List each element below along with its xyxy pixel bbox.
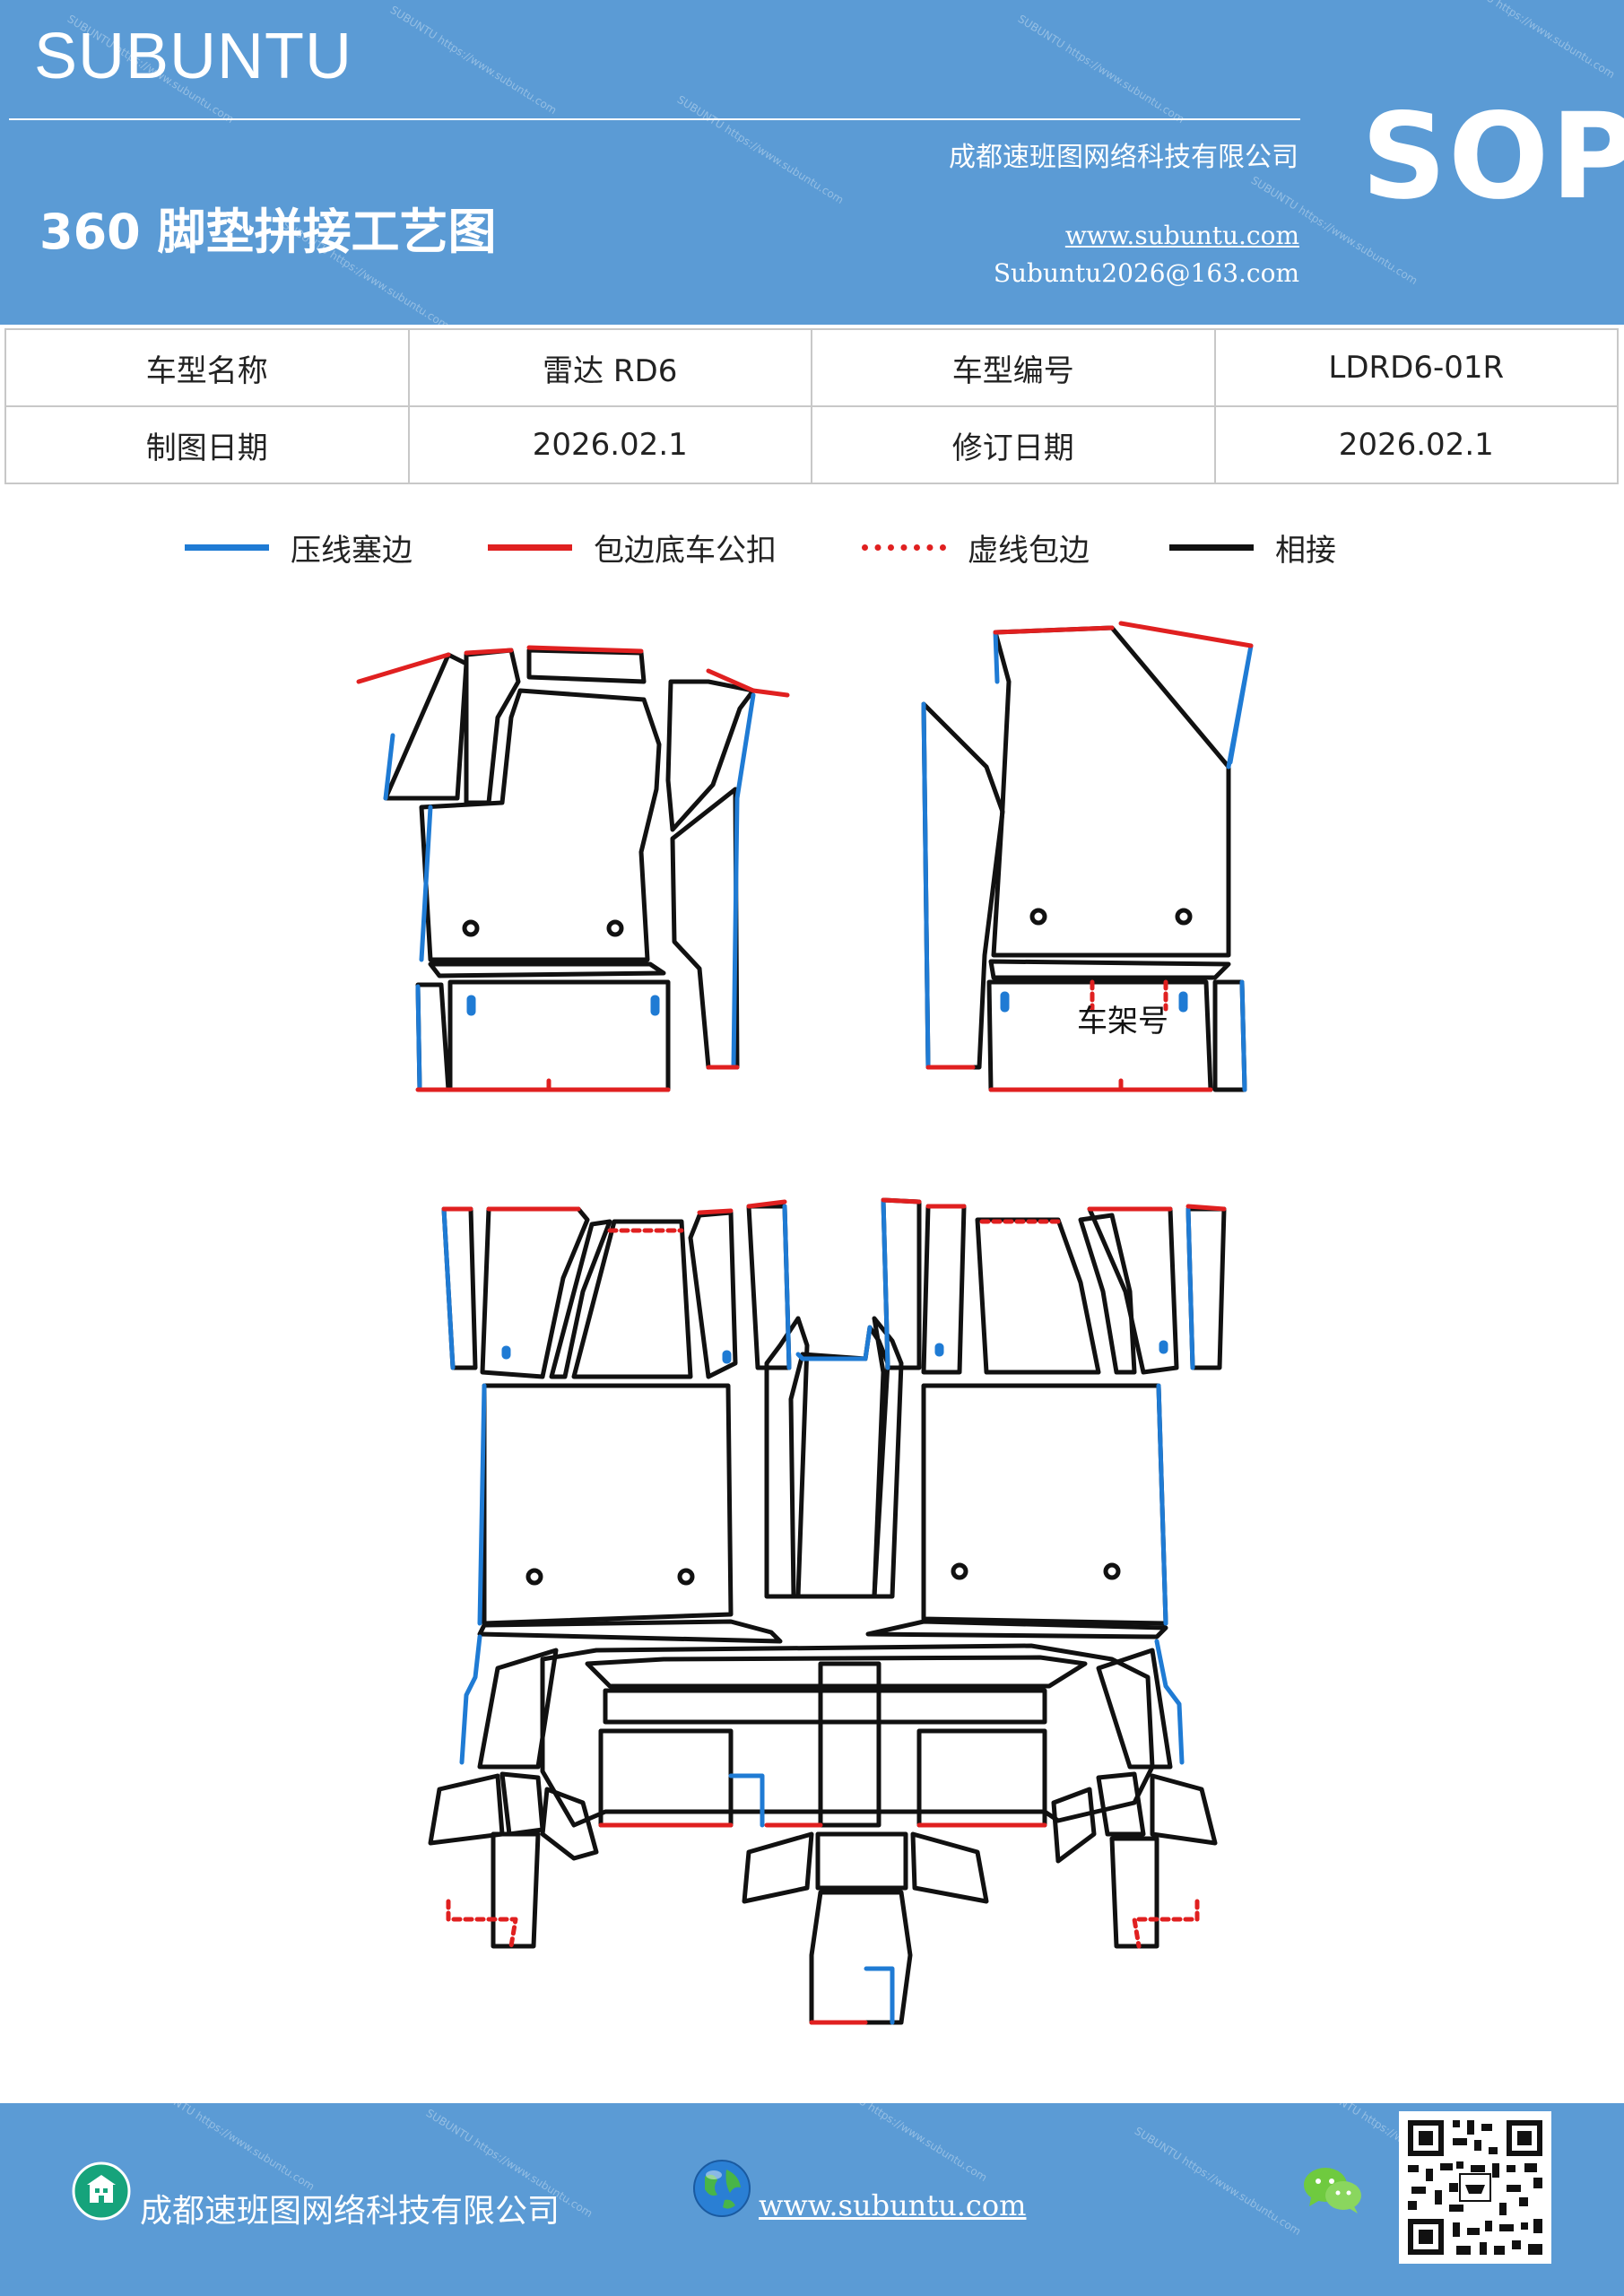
building-icon bbox=[72, 2161, 131, 2221]
floor-mat-diagram: 车架号 bbox=[356, 621, 1254, 2025]
brand-name: SUBUNTU bbox=[34, 21, 353, 92]
qr-code-icon[interactable] bbox=[1399, 2111, 1551, 2264]
blue-line-swatch bbox=[185, 544, 269, 551]
revision-date-label: 修订日期 bbox=[811, 405, 1216, 484]
header-email: Subuntu2026@163.com bbox=[993, 258, 1299, 288]
legend-label: 相接 bbox=[1275, 532, 1336, 569]
legend-item-blue: 压线塞边 bbox=[185, 525, 413, 570]
red-edges bbox=[356, 621, 1254, 2025]
red-dotted-edges bbox=[446, 979, 1200, 1949]
legend-item-red-dotted: 虚线包边 bbox=[862, 525, 1090, 570]
document-title: 360 脚垫拼接工艺图 bbox=[39, 204, 497, 260]
header-company: 成都速班图网络科技有限公司 bbox=[949, 142, 1298, 173]
black-line-swatch bbox=[1169, 544, 1254, 551]
header-divider bbox=[9, 118, 1300, 120]
blue-edges bbox=[383, 630, 1254, 2025]
wechat-icon[interactable] bbox=[1302, 2163, 1365, 2217]
red-line-swatch bbox=[488, 544, 572, 551]
red-dotted-swatch bbox=[862, 544, 946, 551]
vin-label: 车架号 bbox=[1077, 1004, 1168, 1039]
table-row: 车型名称 雷达 RD6 车型编号 LDRD6-01R bbox=[4, 328, 1619, 407]
model-code-label: 车型编号 bbox=[811, 328, 1216, 407]
header-website-link[interactable]: www.subuntu.com bbox=[1064, 221, 1299, 250]
model-code-value: LDRD6-01R bbox=[1213, 328, 1619, 407]
globe-icon bbox=[693, 2160, 751, 2217]
legend-label: 虚线包边 bbox=[968, 532, 1090, 569]
legend-label: 包边底车公扣 bbox=[594, 532, 777, 569]
front-left-mat-group bbox=[383, 648, 756, 1092]
footer-website-link[interactable]: www.subuntu.com bbox=[759, 2188, 1027, 2222]
legend: 压线塞边 包边底车公扣 虚线包边 相接 bbox=[0, 525, 1624, 570]
draw-date-label: 制图日期 bbox=[4, 405, 410, 484]
legend-item-black: 相接 bbox=[1169, 525, 1336, 570]
footer-company: 成都速班图网络科技有限公司 bbox=[140, 2193, 560, 2230]
legend-label: 压线塞边 bbox=[291, 532, 413, 569]
revision-date-value: 2026.02.1 bbox=[1213, 405, 1619, 484]
model-name-label: 车型名称 bbox=[4, 328, 410, 407]
legend-item-red: 包边底车公扣 bbox=[488, 525, 777, 570]
header-banner: SUBUNTU https://www.subuntu.com SUBUNTU … bbox=[0, 0, 1624, 332]
sop-badge: SOP bbox=[1361, 88, 1624, 226]
vehicle-info-table: 车型名称 雷达 RD6 车型编号 LDRD6-01R 制图日期 2026.02.… bbox=[4, 328, 1619, 484]
draw-date-value: 2026.02.1 bbox=[407, 405, 812, 484]
model-name-value: 雷达 RD6 bbox=[407, 328, 812, 407]
rear-floor-mat-group bbox=[428, 1197, 1227, 2025]
table-row: 制图日期 2026.02.1 修订日期 2026.02.1 bbox=[4, 405, 1619, 484]
